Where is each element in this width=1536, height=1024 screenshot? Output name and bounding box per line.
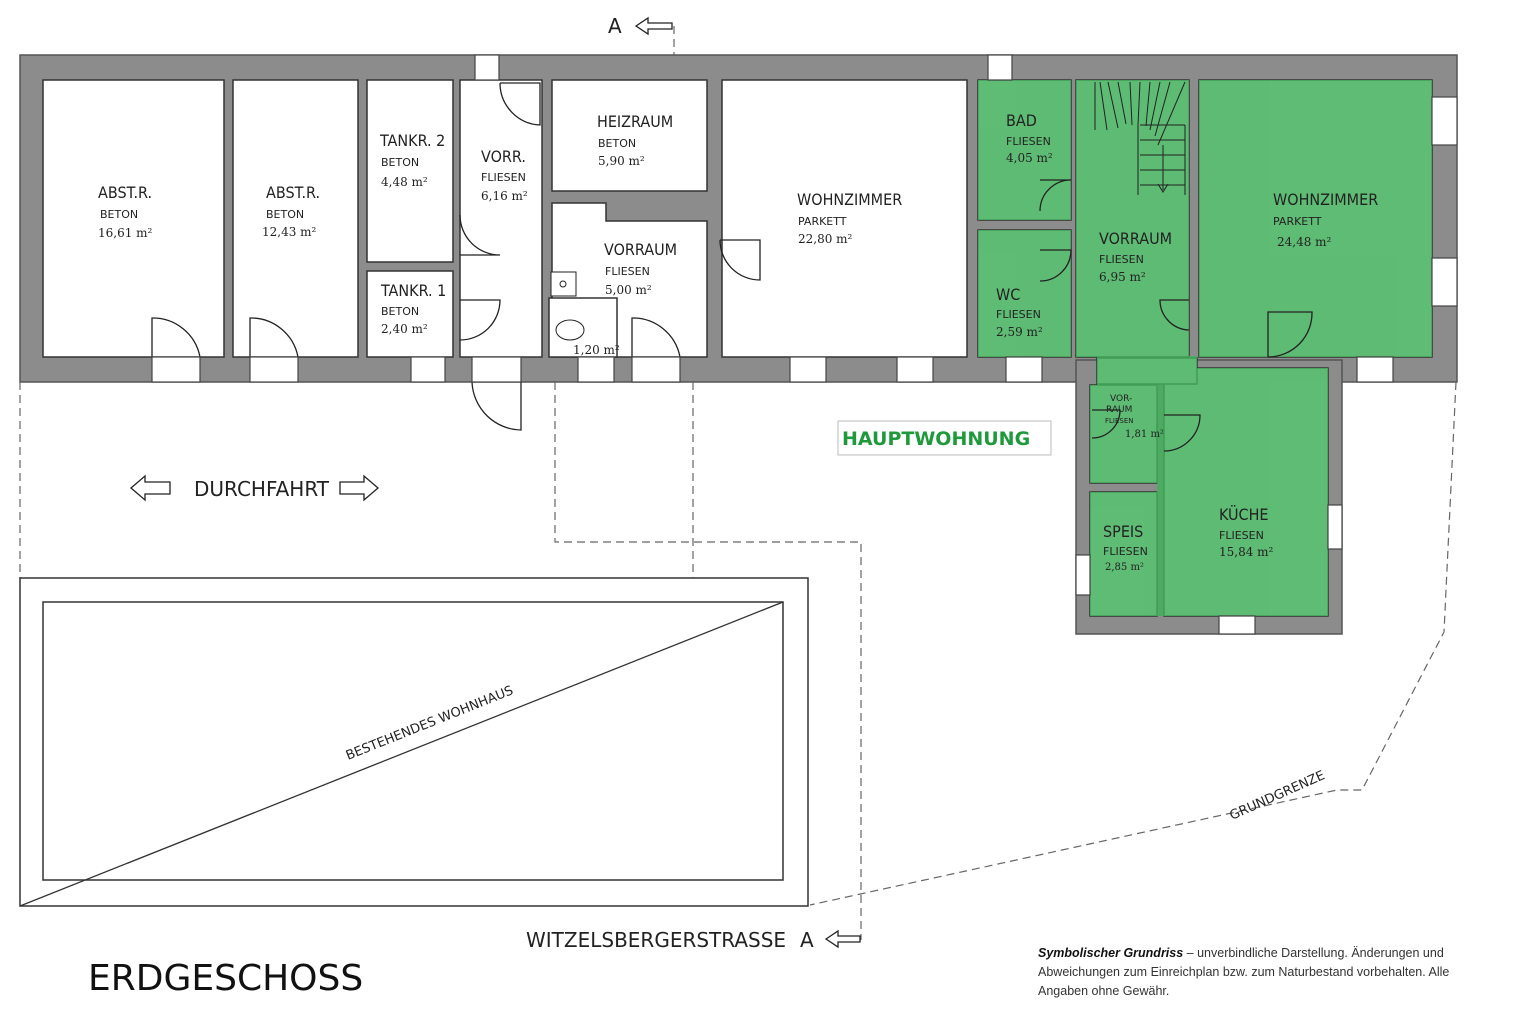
- room-area: 22,80 m²: [798, 232, 853, 246]
- room-tankr-2: [366, 79, 454, 263]
- room-material: BETON: [381, 305, 419, 318]
- room-area: 2,59 m²: [996, 325, 1043, 339]
- room-wohnzimmer-1: [721, 79, 968, 358]
- disclaimer-lead: Symbolischer Grundriss: [1038, 946, 1184, 960]
- disclaimer: Symbolischer Grundriss – unverbindliche …: [1038, 944, 1498, 1001]
- room-material: FLIESEN: [1006, 135, 1051, 148]
- doors: [151, 82, 1313, 452]
- room-area: 5,90 m²: [598, 154, 645, 168]
- room-area: 1,81 m²: [1125, 429, 1164, 440]
- room-name: VOR-: [1110, 394, 1132, 404]
- room-area: 12,43 m²: [262, 225, 317, 239]
- windows: [151, 54, 1458, 635]
- room-name: ABST.R.: [98, 183, 152, 202]
- room-labels: ABST.R. BETON 16,61 m² ABST.R. BETON 12,…: [98, 111, 1378, 573]
- room-area: 5,00 m²: [605, 283, 652, 297]
- room-name: ABST.R.: [266, 183, 320, 202]
- room-tankr-1: [366, 270, 454, 358]
- main-unit-highlight: [978, 80, 1432, 616]
- room-area: 16,61 m²: [98, 226, 153, 240]
- room-area: 4,05 m²: [1006, 151, 1053, 165]
- disclaimer-text: – unverbindliche Darstellung. Änderungen…: [1038, 946, 1450, 998]
- existing-house-inner: [42, 601, 784, 881]
- room-name: VORRAUM: [1099, 229, 1172, 248]
- staircase: [1094, 81, 1186, 195]
- room-area: 6,16 m²: [481, 189, 528, 203]
- room-material: BETON: [381, 156, 419, 169]
- room-name-2: RAUM: [1106, 405, 1132, 415]
- existing-house-diagonal: [19, 601, 784, 907]
- arrow-left-icon: [824, 929, 861, 949]
- room-area: 2,85 m²: [1105, 562, 1144, 573]
- room-area: 4,48 m²: [381, 175, 428, 189]
- room-area: 15,84 m²: [1219, 545, 1274, 559]
- dashed-outlines: [19, 381, 1457, 940]
- sink-icon: [550, 271, 577, 297]
- section-marker-bottom: A: [800, 928, 814, 952]
- street-label: WITZELSBERGERSTRASSE: [526, 928, 786, 952]
- room-name: TANKR. 2: [379, 131, 445, 150]
- arrow-left-icon: [634, 16, 673, 36]
- room-heizraum: [551, 79, 708, 192]
- boundary-label: GRUNDGRENZE: [1228, 768, 1328, 823]
- room-abstr-2: [232, 79, 359, 358]
- room-vorr: [459, 79, 543, 358]
- room-name: KÜCHE: [1219, 505, 1269, 524]
- room-material: FLIESEN: [996, 308, 1041, 321]
- room-material: BETON: [266, 208, 304, 221]
- room-name: SPEIS: [1103, 522, 1143, 541]
- room-name: WC: [996, 285, 1020, 304]
- room-area: 1,20 m²: [573, 343, 620, 357]
- room-material: PARKETT: [1273, 215, 1322, 228]
- existing-house-outline: [19, 577, 809, 907]
- room-name: WOHNZIMMER: [1273, 190, 1378, 209]
- room-name: TANKR. 1: [380, 281, 446, 300]
- room-name: HEIZRAUM: [597, 112, 673, 131]
- main-unit-label-box: [837, 420, 1052, 456]
- main-unit-label: HAUPTWOHNUNG: [842, 428, 1030, 450]
- room-name: VORR.: [481, 147, 526, 166]
- room-name: WOHNZIMMER: [797, 190, 902, 209]
- sink-drain-icon: [559, 280, 567, 288]
- room-material: PARKETT: [798, 215, 847, 228]
- page-title: ERDGESCHOSS: [88, 958, 363, 999]
- room-material: FLIESEN: [1105, 417, 1134, 425]
- room-material: FLIESEN: [1099, 253, 1144, 266]
- room-area: 2,40 m²: [381, 322, 428, 336]
- toilet-icon: [555, 319, 585, 341]
- arrow-right-icon: [339, 474, 379, 502]
- room-material: FLIESEN: [1219, 529, 1264, 542]
- driveway-label: DURCHFAHRT: [194, 477, 330, 501]
- room-material: BETON: [100, 208, 138, 221]
- arrow-left-icon: [130, 474, 171, 502]
- room-material: FLIESEN: [605, 265, 650, 278]
- room-material: FLIESEN: [481, 171, 526, 184]
- section-marker-top: A: [608, 14, 622, 38]
- room-name: VORRAUM: [604, 240, 677, 259]
- room-abstr-1: [42, 79, 225, 358]
- room-name: BAD: [1006, 111, 1037, 130]
- room-area: 6,95 m²: [1099, 270, 1146, 284]
- room-area: 24,48 m²: [1277, 235, 1332, 249]
- room-material: BETON: [598, 137, 636, 150]
- room-material: FLIESEN: [1103, 545, 1148, 558]
